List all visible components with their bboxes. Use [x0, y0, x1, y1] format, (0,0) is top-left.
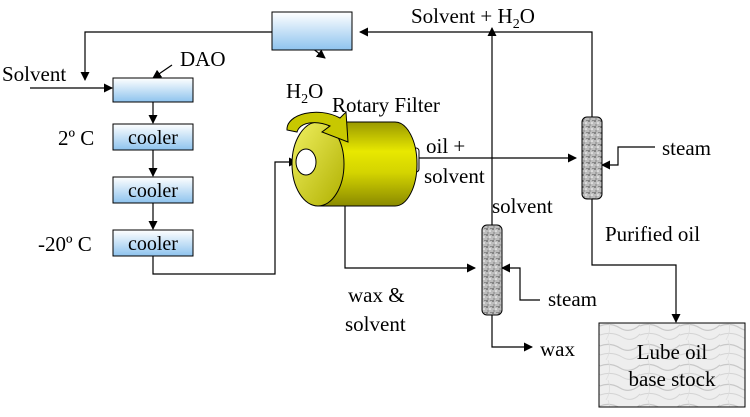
oil-solvent-label: solvent: [424, 164, 485, 188]
stripper-column-wax: [481, 224, 503, 316]
lube-label-line1: Lube oil: [637, 340, 708, 364]
oil-plus-label: oil +: [426, 134, 465, 158]
cooler-box-3: [112, 229, 194, 257]
temp-minus20c-label: -20º C: [38, 232, 92, 256]
wax-out-label: wax: [540, 337, 575, 361]
recycle-solvent-line: [80, 31, 272, 81]
dao-label: DAO: [180, 47, 226, 71]
steam-label-1: steam: [662, 136, 711, 160]
temp-2c-label: 2º C: [58, 126, 94, 150]
steam-in-1: [601, 146, 655, 170]
rotary-filter: [286, 110, 420, 207]
rotary-filter-label: Rotary Filter: [332, 93, 440, 117]
h2o-wash-label: H2O: [286, 79, 323, 107]
cooler-label-1: cooler: [128, 127, 178, 149]
curved-rotation-arrow-icon: [286, 110, 349, 143]
filter-drum-body: [317, 121, 418, 207]
wax-solvent-label: solvent: [345, 312, 406, 336]
wax-solvent-line: [344, 205, 476, 273]
purified-oil-label: Purified oil: [605, 222, 700, 246]
solvent-h2o-label: Solvent + H2O: [411, 4, 535, 32]
mixer-box: [112, 77, 194, 103]
filter-inlet-hole: [295, 148, 317, 176]
steam-in-2: [501, 263, 540, 301]
lube-oil-tank: [598, 322, 746, 408]
wax-and-label: wax &: [348, 283, 405, 307]
solvent-input-label: Solvent: [2, 62, 66, 86]
recycle-drum-box: [271, 11, 353, 51]
flow-lines: [30, 27, 681, 352]
cooler-box-1: [112, 123, 194, 151]
cooler-label-3: cooler: [128, 233, 178, 255]
lube-label-line2: base stock: [629, 367, 716, 391]
cooler-box-2: [112, 176, 194, 204]
solvent-h2o-line: [359, 27, 593, 118]
steam-label-2: steam: [548, 287, 597, 311]
wax-out-line: [491, 315, 533, 352]
stripper-column-oil: [581, 116, 603, 200]
dao-feed-arrow: [152, 64, 173, 79]
purified-oil-line: [591, 198, 681, 323]
to-rotary-filter: [152, 157, 298, 275]
cooler-label-2: cooler: [128, 180, 178, 202]
solvent-recycle-label: solvent: [492, 194, 553, 218]
